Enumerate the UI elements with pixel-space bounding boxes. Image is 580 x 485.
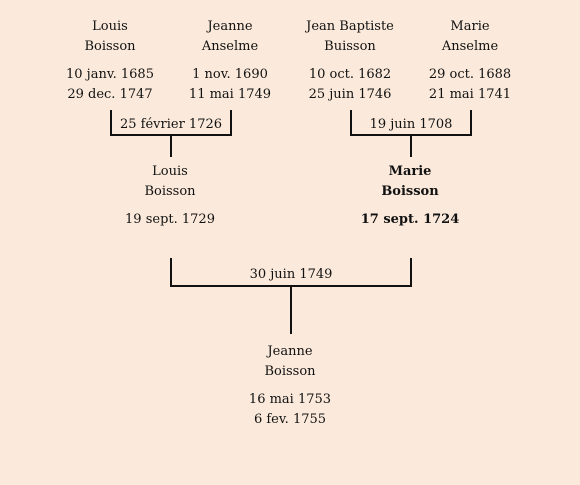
bracket-right-leg (470, 110, 472, 136)
person-death-date: 25 juin 1746 (308, 87, 392, 102)
person-death-date: 11 mai 1749 (188, 87, 272, 102)
person-last-name: Anselme (441, 39, 499, 54)
person-last-name: Anselme (201, 39, 259, 54)
bracket-left-leg (350, 110, 352, 136)
marriage-date: 19 juin 1708 (369, 117, 453, 132)
bracket-descent (170, 136, 172, 157)
person-birth-date: 19 sept. 1729 (125, 212, 215, 227)
person-last-name: Buisson (324, 39, 376, 54)
person-birth-date: 1 nov. 1690 (192, 67, 268, 82)
person-first-name: Louis (152, 164, 188, 179)
person-death-date: 29 dec. 1747 (67, 87, 153, 102)
person-first-name: Marie (388, 164, 432, 179)
person-death-date: 6 fev. 1755 (253, 412, 327, 427)
bracket-right-leg (410, 258, 412, 287)
person-birth-date: 10 oct. 1682 (308, 67, 392, 82)
person-first-name: Jeanne (207, 19, 253, 34)
bracket-descent (410, 136, 412, 157)
bracket-bottom (170, 285, 412, 287)
person-death-date: 21 mai 1741 (428, 87, 512, 102)
marriage-date: 30 juin 1749 (249, 267, 333, 282)
person-first-name: Marie (450, 19, 490, 34)
bracket-bottom (110, 134, 232, 136)
bracket-right-leg (230, 110, 232, 136)
person-last-name: Boisson (381, 184, 439, 199)
bracket-descent (290, 287, 292, 334)
person-birth-date: 29 oct. 1688 (428, 67, 512, 82)
person-first-name: Jean Baptiste (306, 19, 394, 34)
person-last-name: Boisson (144, 184, 196, 199)
person-last-name: Boisson (264, 364, 316, 379)
bracket-bottom (350, 134, 472, 136)
person-birth-date: 10 janv. 1685 (66, 67, 154, 82)
person-birth-date: 17 sept. 1724 (360, 212, 460, 227)
person-birth-date: 16 mai 1753 (248, 392, 332, 407)
person-first-name: Jeanne (267, 344, 313, 359)
bracket-left-leg (170, 258, 172, 287)
marriage-date: 25 février 1726 (119, 117, 223, 132)
person-first-name: Louis (92, 19, 128, 34)
person-last-name: Boisson (84, 39, 136, 54)
bracket-left-leg (110, 110, 112, 136)
